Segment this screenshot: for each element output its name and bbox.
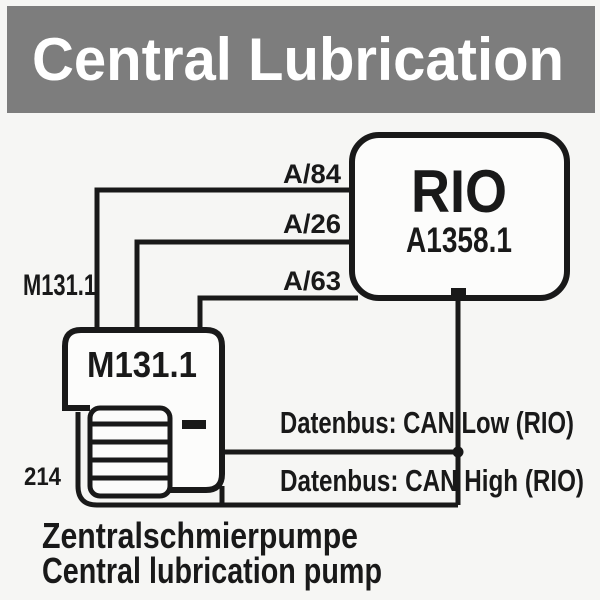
wire-label-a26: A/26 [283, 209, 341, 239]
header-banner [7, 6, 595, 113]
caption-english: Central lubrication pump [42, 550, 382, 591]
caption-german: Zentralschmierpumpe [42, 515, 358, 556]
wire-a84-line [94, 187, 352, 333]
pump-box-label: M131.1 [87, 344, 197, 385]
pump-winding-symbol [87, 405, 173, 499]
wire-label-a84: A/84 [283, 159, 341, 189]
minus-terminal-icon [182, 420, 206, 429]
rio-pin-connector-square [451, 288, 466, 301]
pump-housing-shell-and-can-high-line [75, 412, 458, 508]
pump-pin-label: 214 [24, 463, 61, 491]
wire-a63-line [197, 295, 358, 333]
rio-box-label: RIO [411, 158, 507, 225]
wire-a26-line [134, 239, 352, 333]
winding-stripe-lines [90, 421, 170, 481]
pump-side-label: M131.1 [23, 269, 96, 302]
wire-label-a63: A/63 [283, 266, 341, 296]
can-high-label: Datenbus: CAN High (RIO) [280, 463, 584, 498]
wire-junction-dot [452, 446, 464, 458]
rio-box-code: A1358.1 [406, 221, 512, 260]
page-title: Central Lubrication [32, 26, 564, 93]
can-low-label: Datenbus: CAN Low (RIO) [280, 405, 574, 440]
